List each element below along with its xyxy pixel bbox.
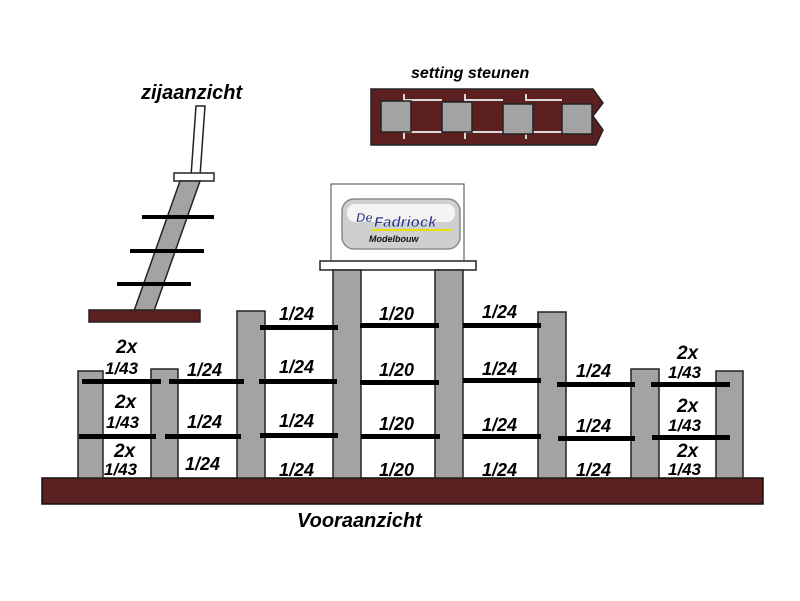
shelf-scale-label: 1/24 [185,454,220,474]
shelf-scale-label: 1/24 [279,357,314,377]
center-labels: 1/20 1/20 1/20 1/20 [379,304,414,480]
shelf-scale-label: 1/20 [379,460,414,480]
front-view-label: Vooraanzicht [297,510,423,532]
support-block [380,100,412,133]
shelf [463,323,541,328]
shelf-scale-label: 1/24 [482,359,517,379]
shelf [79,434,156,439]
post [236,310,266,479]
right-outer-labels: 2x 1/43 2x 1/43 2x 1/43 [668,343,702,479]
side-view-shelf [142,215,214,219]
shelf [360,380,439,385]
shelf [169,379,244,384]
right-mid-labels: 1/24 1/24 1/24 1/24 [482,302,517,480]
shelf-count-label: 2x [115,337,139,358]
shelf-count-label: 2x [113,441,137,462]
logo-shelf [319,260,477,271]
side-view: zijaanzicht [88,82,243,323]
shelf-scale-label: 1/43 [668,460,702,479]
shelf [260,325,338,330]
shelf-scale-label: 1/24 [187,412,222,432]
side-view-base [88,309,201,323]
shelf [463,378,541,383]
logo-word-name: Fadriock [374,214,437,231]
logo-word-de: De [356,210,373,225]
shelf-scale-label: 1/43 [668,363,702,382]
logo-underline [372,229,452,231]
shelf-scale-label: 1/24 [279,460,314,480]
shelf-scale-label: 1/43 [668,416,702,435]
shelf [260,433,338,438]
side-view-label: zijaanzicht [140,82,243,104]
shelf [259,379,337,384]
shelf-scale-label: 1/24 [482,460,517,480]
side-view-post [132,180,202,312]
side-view-top-pole [190,105,206,177]
shelf [360,323,439,328]
shelf [651,382,730,387]
shelf-scale-label: 1/24 [482,302,517,322]
shelf [82,379,161,384]
shelf-scale-label: 1/24 [482,415,517,435]
post [537,311,567,479]
left-outer-labels: 2x 1/43 2x 1/43 2x 1/43 [104,337,140,479]
shelf-scale-label: 1/43 [104,460,138,479]
side-view-shelf [117,282,191,286]
post [434,269,464,479]
post [332,269,362,479]
left-inner-labels: 1/24 1/24 1/24 [185,360,222,474]
logo-sign: De Fadriock Modelbouw [319,183,477,271]
shelf-scale-label: 1/24 [279,411,314,431]
shelf-count-label: 2x [676,396,700,417]
support-block [441,101,473,133]
setting-supports: setting steunen [370,65,604,146]
shelf-scale-label: 1/20 [379,360,414,380]
shelf-count-label: 2x [114,392,138,413]
shelf [652,435,730,440]
support-block [502,103,534,135]
logo-word-modelbouw: Modelbouw [369,234,419,244]
shelf [165,434,241,439]
shelf-count-label: 2x [676,343,700,364]
shelf [463,434,541,439]
shelf-scale-label: 1/24 [576,416,611,436]
post [77,370,104,479]
front-view-base [41,477,764,505]
shelf [361,434,440,439]
logo-highlight [347,204,455,222]
left-mid-labels: 1/24 1/24 1/24 1/24 [279,304,314,480]
shelf [557,382,635,387]
shelf-scale-label: 1/43 [105,359,139,378]
post [715,370,744,479]
post [150,368,179,479]
shelf-scale-label: 1/24 [187,360,222,380]
shelf-scale-label: 1/24 [576,361,611,381]
shelf-scale-label: 1/43 [106,413,140,432]
setting-supports-label: setting steunen [411,65,529,82]
post [630,368,660,479]
shelf-scale-label: 1/24 [576,460,611,480]
shelf-scale-label: 1/20 [379,304,414,324]
shelf-count-label: 2x [676,441,700,462]
side-view-cap [173,172,215,182]
front-view: De Fadriock Modelbouw [41,183,764,532]
right-inner-labels: 1/24 1/24 1/24 [576,361,611,480]
shelves [79,323,730,441]
shelf-scale-label: 1/24 [279,304,314,324]
shelf [558,436,635,441]
side-view-shelf [130,249,204,253]
support-block [561,103,593,135]
shelf-scale-label: 1/20 [379,414,414,434]
